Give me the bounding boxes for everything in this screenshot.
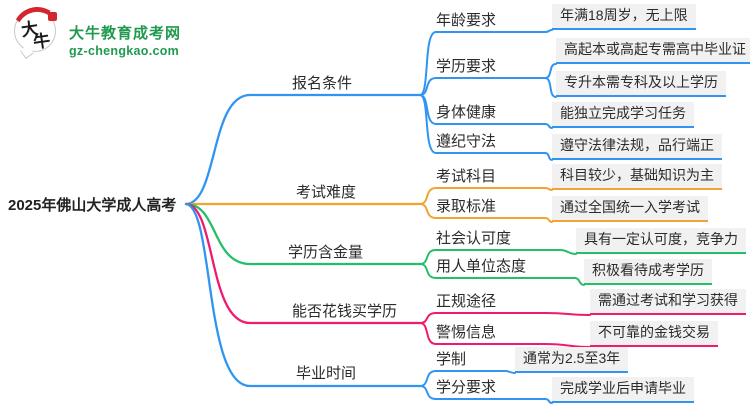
- main-topic: 2025年佛山大学成人高考: [8, 197, 177, 214]
- subtopic-duration: 学制: [436, 351, 467, 368]
- trunk-line-graduation: [184, 202, 422, 388]
- leaf-link-edu-1: [544, 63, 557, 79]
- subtopic-formal: 正规途径: [436, 293, 497, 310]
- leaf-alert-detail: 不可靠的金钱交易: [590, 321, 718, 347]
- leaf-age-detail: 年满18周岁，无上限: [552, 4, 696, 30]
- subtopic-education: 学历要求: [436, 58, 497, 75]
- leaf-link-social: [559, 249, 577, 255]
- subtopic-alert: 警惕信息: [436, 324, 497, 341]
- logo-char-2: 牛: [32, 30, 52, 53]
- leaf-link-duration: [504, 370, 516, 374]
- logo-text: 大牛教育成考网 gz-chengkao.com: [69, 26, 181, 58]
- leaf-formal-detail: 需通过考试和学习获得: [590, 289, 746, 315]
- branch-label-graduation: 毕业时间: [296, 365, 357, 382]
- subtopic-age: 年龄要求: [436, 12, 497, 29]
- subtopic-law: 遵纪守法: [436, 133, 497, 150]
- subtopic-health: 身体健康: [436, 104, 497, 121]
- leaf-link-credits: [544, 398, 553, 404]
- branch-label-signup: 报名条件: [292, 75, 353, 92]
- logo-domain: gz-chengkao.com: [69, 44, 180, 58]
- logo-bubble-icon: 大 牛: [14, 10, 57, 53]
- leaf-link-edu-2: [544, 77, 557, 98]
- branch-label-value: 学历含金量: [288, 244, 364, 261]
- leaf-health-detail: 能独立完成学习任务: [552, 102, 694, 128]
- leaf-link-age: [544, 29, 553, 33]
- leaf-link-employer: [574, 277, 585, 286]
- logo-title: 大牛教育成考网: [69, 25, 182, 42]
- subtopic-admission: 录取标准: [436, 198, 497, 215]
- leaf-link-health: [544, 123, 553, 129]
- leaf-credits-detail: 完成学业后申请毕业: [552, 377, 694, 403]
- logo-seal-icon: [48, 12, 57, 21]
- leaf-edu-detail-2: 专升本需专科及以上学历: [556, 71, 726, 97]
- site-logo[interactable]: 大 牛 大牛教育成考网 gz-chengkao.com: [12, 8, 197, 60]
- subtopic-subjects: 考试科目: [436, 168, 497, 185]
- leaf-link-subjects: [544, 187, 553, 191]
- branch-label-difficulty: 考试难度: [296, 184, 357, 201]
- leaf-duration-detail: 通常为2.5至3年: [515, 347, 629, 373]
- leaf-link-law: [544, 152, 553, 161]
- leaf-edu-detail-1: 高起本或高起专需高中毕业证: [556, 38, 750, 64]
- leaf-link-formal: [544, 312, 591, 316]
- leaf-law-detail: 遵守法律法规，品行端正: [552, 134, 722, 160]
- sub-line-education: [419, 77, 546, 96]
- subtopic-employer: 用人单位态度: [436, 258, 527, 275]
- leaf-employer-detail: 积极看待成考学历: [584, 259, 712, 285]
- leaf-link-admission: [544, 217, 553, 223]
- subtopic-social: 社会认可度: [436, 230, 512, 247]
- leaf-social-detail: 具有一定认可度，竞争力: [576, 228, 746, 254]
- leaf-subjects-detail: 科目较少，基础知识为主: [552, 164, 722, 190]
- leaf-admission-detail: 通过全国统一入学考试: [552, 196, 708, 222]
- branch-label-buy: 能否花钱买学历: [292, 303, 398, 320]
- subtopic-credits: 学分要求: [436, 379, 497, 396]
